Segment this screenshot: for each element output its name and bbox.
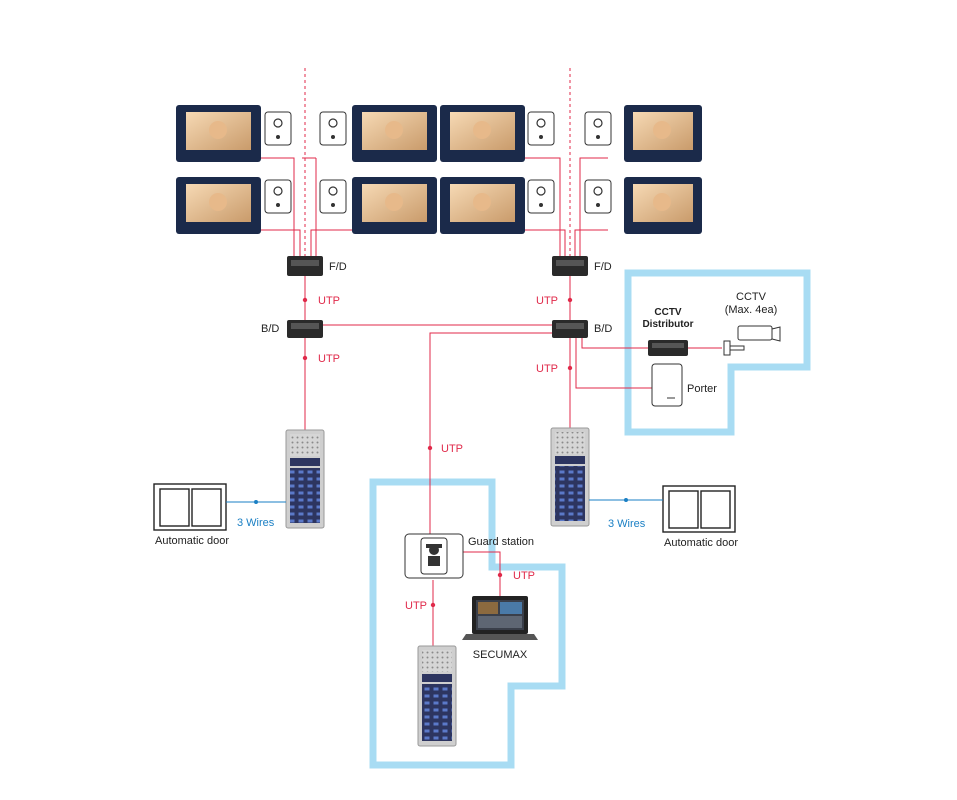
bd-right-label: B/D (594, 323, 612, 335)
cctv-label-1: CCTV (736, 291, 767, 303)
automatic-door-right (662, 485, 736, 533)
fd-left-box (287, 256, 323, 276)
guard-zone-border (369, 478, 566, 769)
door-phone-3 (319, 111, 347, 146)
utp-label-guard: UTP (441, 443, 463, 455)
monitor-1 (176, 105, 261, 162)
cctv-distributor-label-1: CCTV (654, 307, 682, 318)
secumax-label: SECUMAX (473, 649, 528, 661)
bd-left-label: B/D (261, 323, 279, 335)
monitor-4 (352, 177, 437, 234)
door-phone-8 (584, 179, 612, 214)
entrance-panel-right (550, 427, 590, 527)
bd-right-box (552, 320, 588, 338)
entrance-panel-left (285, 429, 325, 529)
cctv-distributor-box (648, 340, 688, 356)
door-phone-2 (264, 179, 292, 214)
door-phone-4 (319, 179, 347, 214)
automatic-door-left (153, 483, 227, 531)
entrance-panel-guard (417, 645, 457, 747)
secumax-laptop (462, 596, 538, 640)
porter-label: Porter (687, 383, 717, 395)
automatic-door-right-label: Automatic door (664, 537, 738, 549)
guard-station-label: Guard station (468, 536, 534, 548)
utp-label-right-lower: UTP (536, 363, 558, 375)
utp-label-guard-panel: UTP (405, 600, 427, 612)
monitor-7 (624, 105, 702, 162)
monitor-5 (440, 105, 525, 162)
automatic-door-left-label: Automatic door (155, 535, 229, 547)
fd-left-label: F/D (329, 261, 347, 273)
door-phone-5 (527, 111, 555, 146)
door-phone-1 (264, 111, 292, 146)
bd-left-box (287, 320, 323, 338)
door-phone-6 (527, 179, 555, 214)
cctv-distributor-label-2: Distributor (642, 319, 693, 330)
utp-label-secumax: UTP (513, 570, 535, 582)
porter-device (651, 363, 683, 407)
door-phone-7 (584, 111, 612, 146)
monitor-8 (624, 177, 702, 234)
monitor-6 (440, 177, 525, 234)
cctv-camera-icon (723, 325, 781, 356)
junction-dots (302, 297, 573, 608)
guard-station-icon (426, 544, 442, 548)
three-wires-label-left: 3 Wires (237, 517, 275, 529)
utp-label-right-upper: UTP (536, 295, 558, 307)
fd-right-box (552, 256, 588, 276)
fd-right-label: F/D (594, 261, 612, 273)
monitor-3 (352, 105, 437, 162)
utp-label-left-lower: UTP (318, 353, 340, 365)
monitor-2 (176, 177, 261, 234)
utp-label-left-upper: UTP (318, 295, 340, 307)
three-wires-label-right: 3 Wires (608, 518, 646, 530)
guard-station-device (404, 533, 464, 579)
cctv-label-2: (Max. 4ea) (725, 304, 778, 316)
cctv-zone-border (624, 269, 811, 436)
